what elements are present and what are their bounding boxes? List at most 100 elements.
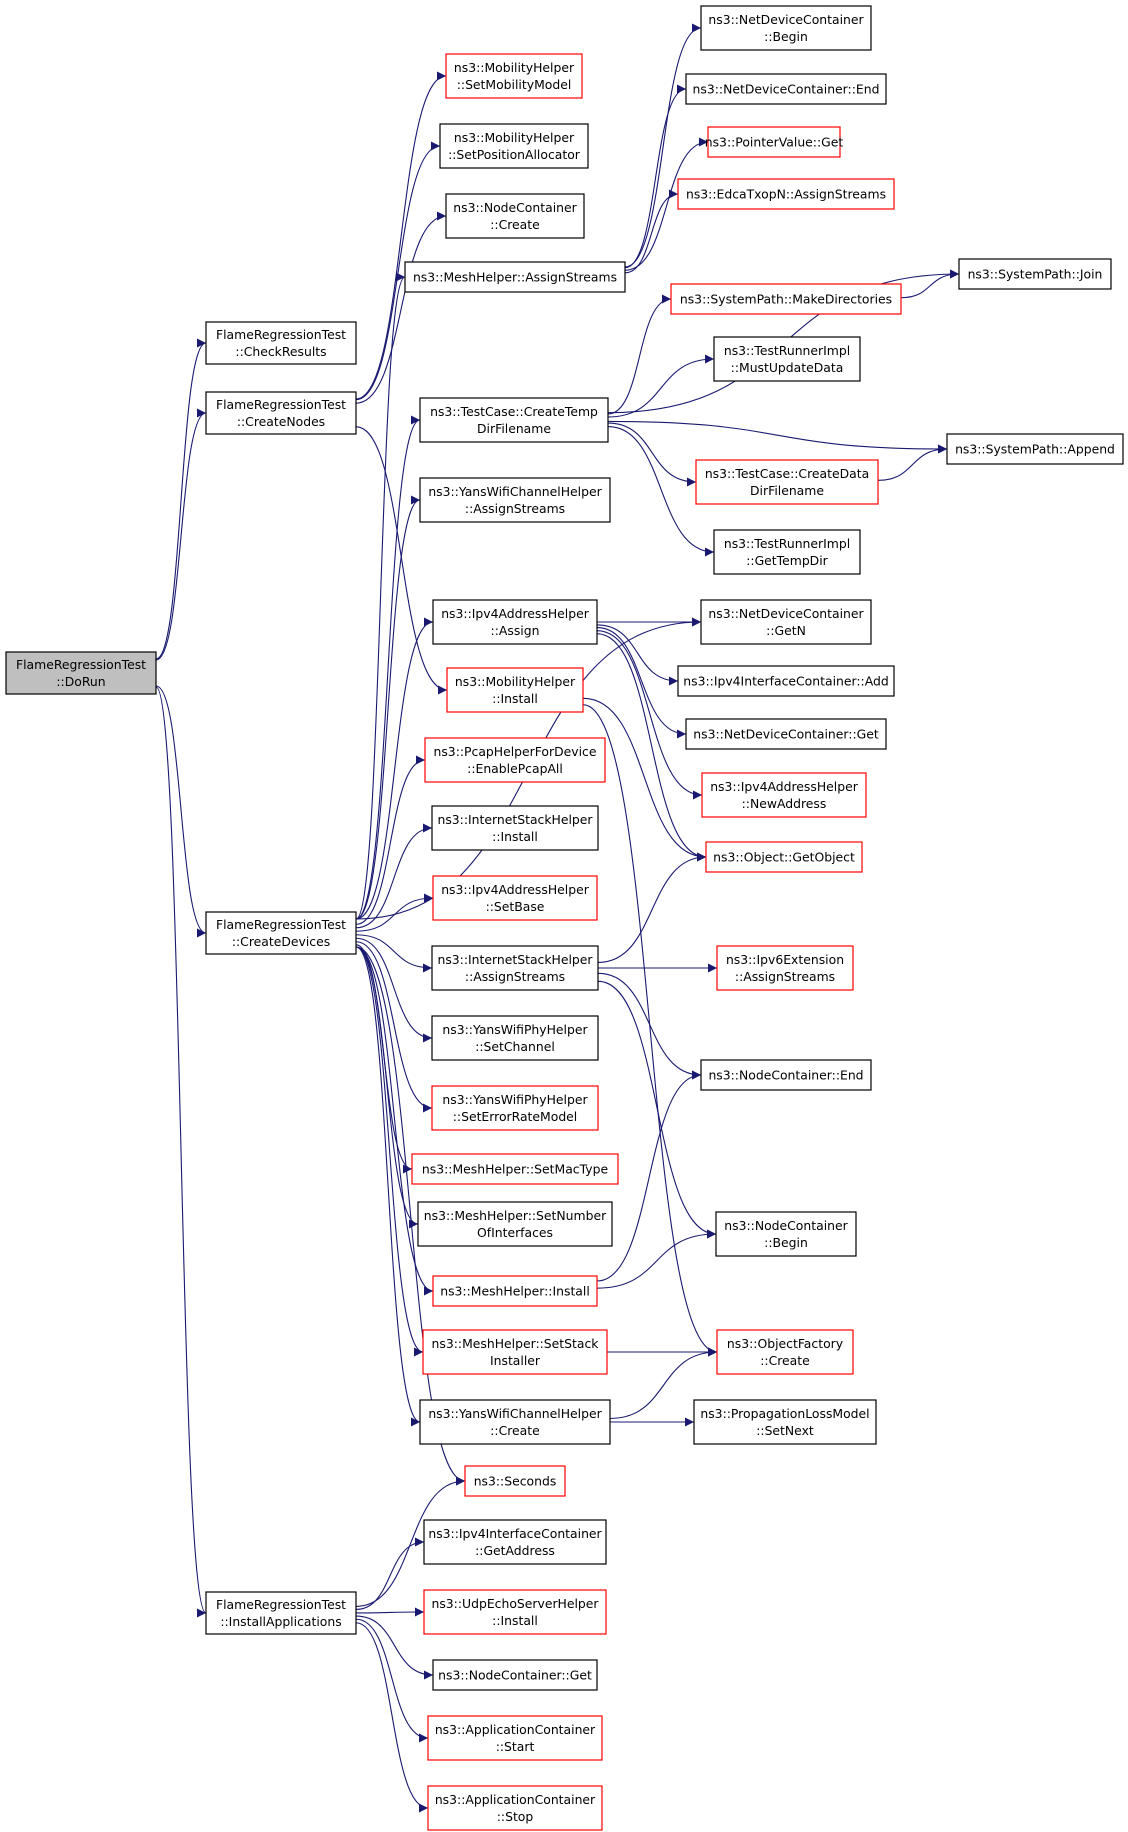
graph-node-systempathappend: ns3::SystemPath::Append — [946, 433, 1124, 465]
node-box — [700, 599, 872, 645]
graph-node-nodecontainercreate: ns3::NodeContainer::Create — [445, 193, 585, 239]
node-label: ns3::MobilityHelper — [454, 60, 575, 75]
node-label: ns3::PointerValue::Get — [705, 135, 844, 150]
edge-dorun-to-createdevices — [155, 685, 207, 938]
node-label: ::SetChannel — [475, 1039, 555, 1054]
node-box — [707, 126, 841, 158]
node-box — [419, 397, 609, 443]
edge-createtempdirfilename-to-mustupdatedata — [607, 354, 715, 418]
node-box — [685, 718, 887, 750]
node-label: OfInterfaces — [477, 1225, 553, 1240]
graph-node-ipv4setbase: ns3::Ipv4AddressHelper::SetBase — [432, 875, 598, 921]
graph-node-ipv6extassign: ns3::Ipv6Extension::AssignStreams — [716, 945, 854, 991]
graph-node-getobject: ns3::Object::GetObject — [705, 841, 863, 873]
edge-createtempdirfilename-to-makedirectories — [607, 294, 672, 415]
graph-node-systempathjoin: ns3::SystemPath::Join — [958, 258, 1112, 290]
node-box — [432, 599, 598, 645]
node-box — [700, 1059, 872, 1091]
graph-node-edcaassign: ns3::EdcaTxopN::AssignStreams — [677, 178, 895, 210]
node-label: ns3::EdcaTxopN::AssignStreams — [686, 187, 886, 202]
node-box — [427, 1715, 603, 1761]
node-label: ::Install — [492, 829, 538, 844]
node-label: ns3::Ipv6Extension — [726, 952, 844, 967]
graph-node-internetassign: ns3::InternetStackHelper::AssignStreams — [431, 945, 599, 991]
edge-createdevices-to-ipv4assign — [355, 617, 434, 920]
edge-createdevices-to-seterrorratemodel — [355, 941, 433, 1113]
graph-node-installapps: FlameRegressionTest::InstallApplications — [205, 1591, 357, 1635]
node-label: DirFilename — [477, 421, 551, 436]
node-label: ::SetBase — [486, 899, 545, 914]
node-box — [427, 1785, 603, 1831]
node-box — [411, 1153, 619, 1185]
node-box — [445, 53, 583, 99]
graph-node-createnodes: FlameRegressionTest::CreateNodes — [205, 391, 357, 435]
node-label: ::DoRun — [56, 674, 105, 689]
node-label: DirFilename — [750, 483, 824, 498]
node-label: ns3::MobilityHelper — [454, 130, 575, 145]
node-box — [677, 665, 895, 697]
node-box — [423, 1519, 607, 1565]
graph-node-appstart: ns3::ApplicationContainer::Start — [427, 1715, 603, 1761]
node-box — [705, 841, 863, 873]
node-label: ns3::ObjectFactory — [727, 1336, 843, 1351]
edge-meshassignstreams-to-ndcbegin — [624, 23, 702, 268]
node-label: ns3::MeshHelper::SetMacType — [422, 1162, 608, 1177]
node-label: FlameRegressionTest — [216, 327, 346, 342]
node-box — [693, 1399, 877, 1445]
node-label: ::EnablePcapAll — [467, 761, 563, 776]
node-label: ns3::Ipv4AddressHelper — [441, 882, 589, 897]
edge-meshassignstreams-to-edcaassign — [624, 189, 679, 274]
graph-node-ndcgetn: ns3::NetDeviceContainer::GetN — [700, 599, 872, 645]
node-box — [431, 945, 599, 991]
node-label: ::Start — [496, 1739, 535, 1754]
node-label: ns3::ApplicationContainer — [435, 1792, 596, 1807]
node-box — [205, 391, 357, 435]
node-box — [423, 1589, 607, 1635]
node-label: ns3::NodeContainer::End — [708, 1068, 863, 1083]
node-label: ::CreateDevices — [232, 934, 330, 949]
node-label: ns3::NetDeviceContainer::End — [693, 82, 880, 97]
edge-createdevices-to-yanschannelassign — [355, 495, 421, 920]
node-label: Installer — [490, 1353, 541, 1368]
node-box — [432, 875, 598, 921]
graph-node-yanschannelassign: ns3::YansWifiChannelHelper::AssignStream… — [419, 477, 611, 523]
graph-node-makedirectories: ns3::SystemPath::MakeDirectories — [670, 283, 902, 315]
edge-meshassignstreams-to-ndcend — [624, 84, 687, 269]
edge-createdevices-to-yanschannelcreate — [355, 946, 421, 1427]
edge-createdevices-to-setstackinstaller — [355, 946, 424, 1357]
graph-node-nodecontainerget: ns3::NodeContainer::Get — [432, 1659, 598, 1691]
node-label: ::GetN — [766, 623, 806, 638]
graph-node-propagationsetnext: ns3::PropagationLossModel::SetNext — [693, 1399, 877, 1445]
node-label: ns3::TestRunnerImpl — [724, 536, 850, 551]
node-label: ::CheckResults — [235, 344, 326, 359]
node-label: ns3::PropagationLossModel — [700, 1406, 869, 1421]
node-box — [700, 5, 872, 51]
node-label: ::SetMobilityModel — [457, 77, 572, 92]
edge-mobilityinstall-to-objectfactorycreate — [582, 704, 718, 1357]
edge-createdevices-to-meshassignstreams — [355, 272, 406, 920]
edge-createdevices-to-internetassign — [355, 934, 433, 973]
node-label: FlameRegressionTest — [216, 1597, 346, 1612]
node-label: ns3::Ipv4InterfaceContainer::Add — [683, 674, 888, 689]
graph-node-internetinstall: ns3::InternetStackHelper::Install — [431, 805, 599, 851]
node-label: ns3::NodeContainer — [453, 200, 577, 215]
node-label: ns3::InternetStackHelper — [437, 812, 593, 827]
node-label: ::Create — [490, 1423, 540, 1438]
node-box — [422, 1329, 608, 1375]
edge-createnodes-to-nodecontainercreate — [355, 211, 447, 404]
node-label: ::Stop — [497, 1809, 534, 1824]
node-box — [417, 1201, 613, 1247]
edge-installapps-to-nodecontainerget — [355, 1615, 434, 1680]
edge-createdevices-to-createtempdirfilename — [355, 415, 421, 920]
graph-node-checkresults: FlameRegressionTest::CheckResults — [205, 321, 357, 365]
node-label: ::Begin — [764, 1235, 808, 1250]
graph-node-ndcend: ns3::NetDeviceContainer::End — [685, 73, 887, 105]
node-label: ns3::SystemPath::Append — [955, 442, 1115, 457]
edge-internetassign-to-nodecontainerbegin — [597, 980, 717, 1239]
graph-node-appstop: ns3::ApplicationContainer::Stop — [427, 1785, 603, 1831]
edge-installapps-to-appstart — [355, 1618, 429, 1743]
graph-node-setchannel: ns3::YansWifiPhyHelper::SetChannel — [431, 1015, 599, 1061]
